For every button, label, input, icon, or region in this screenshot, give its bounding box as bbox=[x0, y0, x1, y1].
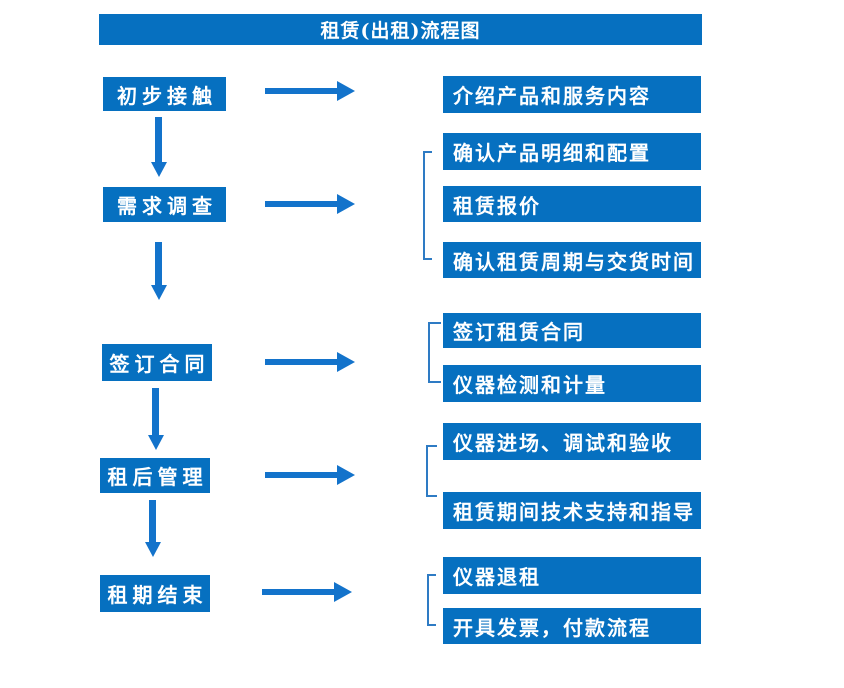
bracket-connector-post-lease bbox=[426, 445, 437, 497]
step-needs-survey: 需求调查 bbox=[103, 187, 226, 222]
detail-instrument-return: 仪器退租 bbox=[443, 557, 701, 594]
step-initial-contact: 初步接触 bbox=[103, 77, 226, 111]
detail-intro-products: 介绍产品和服务内容 bbox=[443, 76, 701, 113]
detail-rental-quote: 租赁报价 bbox=[443, 186, 701, 222]
detail-invoice-payment: 开具发票，付款流程 bbox=[443, 608, 701, 644]
detail-instrument-setup-acceptance: 仪器进场、调试和验收 bbox=[443, 423, 701, 460]
down-arrow-icon-4 bbox=[149, 500, 156, 542]
right-arrow-icon-3 bbox=[265, 359, 337, 365]
down-arrow-icon-1 bbox=[155, 117, 162, 162]
step-post-lease-management: 租后管理 bbox=[100, 458, 210, 493]
detail-instrument-inspection: 仪器检测和计量 bbox=[443, 365, 701, 402]
right-arrow-icon-1 bbox=[265, 88, 337, 94]
bracket-connector-lease-end bbox=[427, 574, 436, 626]
detail-tech-support: 租赁期间技术支持和指导 bbox=[443, 492, 701, 529]
flowchart-title: 租赁(出租)流程图 bbox=[99, 14, 702, 45]
detail-sign-rental-contract: 签订租赁合同 bbox=[443, 313, 701, 348]
right-arrow-icon-4 bbox=[265, 472, 337, 478]
detail-confirm-period-delivery: 确认租赁周期与交货时间 bbox=[443, 242, 701, 278]
bracket-connector-contract-signing bbox=[428, 322, 441, 383]
down-arrow-icon-2 bbox=[155, 242, 162, 285]
detail-confirm-product-config: 确认产品明细和配置 bbox=[443, 133, 701, 170]
bracket-connector-needs-survey bbox=[423, 151, 432, 260]
right-arrow-icon-2 bbox=[265, 201, 337, 207]
step-contract-signing: 签订合同 bbox=[102, 344, 212, 381]
right-arrow-icon-5 bbox=[262, 589, 334, 595]
down-arrow-icon-3 bbox=[152, 388, 159, 435]
step-lease-end: 租期结束 bbox=[100, 575, 210, 612]
